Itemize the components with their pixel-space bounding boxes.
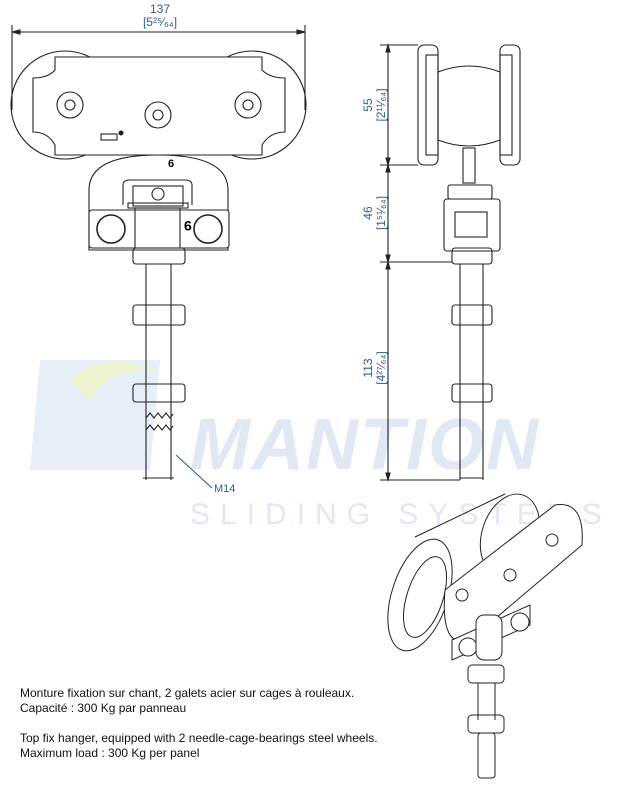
rod-length-label: 113 [4²⁷⁄₆₄] xyxy=(361,333,388,403)
body-height-inch: [1⁵¹⁄₆₄] xyxy=(374,195,388,231)
side-dimension-line xyxy=(380,42,460,483)
front-view xyxy=(10,50,307,489)
description-fr: Monture fixation sur chant, 2 galets aci… xyxy=(20,686,354,716)
width-dimension-label: 137 [5²⁵⁄₆₄] xyxy=(120,3,200,29)
watermark-brand: MANTION xyxy=(190,405,540,485)
isometric-view xyxy=(387,493,583,779)
rod-length-inch: [4²⁷⁄₆₄] xyxy=(374,351,388,385)
side-view xyxy=(417,44,521,480)
description-en-line2: Maximum load : 300 Kg per panel xyxy=(20,746,200,760)
nut-mark: 9 xyxy=(184,218,192,234)
description-en: Top fix hanger, equipped with 2 needle-c… xyxy=(20,731,378,761)
wheel-height-label: 55 [2¹¹⁄₆₄] xyxy=(361,70,388,140)
body-height-label: 46 [1⁵¹⁄₆₄] xyxy=(361,178,388,248)
thread-callout: M14 xyxy=(214,483,236,495)
description-fr-line2: Capacité : 300 Kg par panneau xyxy=(20,701,187,715)
width-mm: 137 xyxy=(149,2,171,16)
width-inch: [5²⁵⁄₆₄] xyxy=(142,15,178,29)
wheel-height-inch: [2¹¹⁄₆₄] xyxy=(374,88,388,122)
part-mark: 6 xyxy=(168,158,175,170)
description-fr-line1: Monture fixation sur chant, 2 galets aci… xyxy=(20,686,355,700)
description-en-line1: Top fix hanger, equipped with 2 needle-c… xyxy=(20,731,378,745)
